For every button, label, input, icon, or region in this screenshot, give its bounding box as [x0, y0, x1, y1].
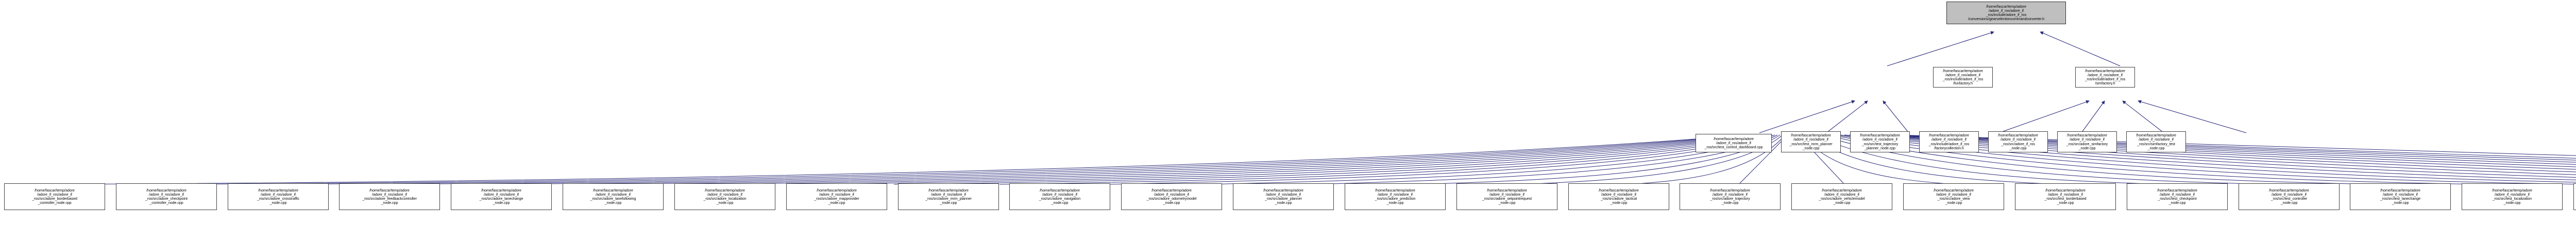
node-leaf-11[interactable]: /home/fascar/temp/adore /adore_if_ros/ad…	[1233, 183, 1334, 210]
node-leaf-2-label: /home/fascar/temp/adore /adore_if_ros/ad…	[257, 188, 300, 205]
node-leaf-1[interactable]: /home/fascar/temp/adore /adore_if_ros/ad…	[116, 183, 217, 210]
node-root-label: /home/fascar/temp/adore /adore_if_ros/ad…	[1968, 4, 2045, 22]
node-leaf-5-label: /home/fascar/temp/adore /adore_if_ros/ad…	[590, 188, 636, 205]
node-leaf-18[interactable]: /home/fascar/temp/adore /adore_if_ros/ad…	[2015, 183, 2116, 210]
node-leaf-13[interactable]: /home/fascar/temp/adore /adore_if_ros/ad…	[1456, 183, 1557, 210]
node-leaf-16-label: /home/fascar/temp/adore /adore_if_ros/ad…	[1819, 188, 1865, 205]
node-leaf-6-label: /home/fascar/temp/adore /adore_if_ros/ad…	[703, 188, 747, 205]
edge-group-level2	[1759, 100, 2247, 133]
node-leaf-23[interactable]: /home/fascar/temp/adore /adore_if_ros/ad…	[2573, 183, 2576, 210]
node-leaf-22[interactable]: /home/fascar/temp/adore /adore_if_ros/ad…	[2462, 183, 2563, 210]
node-leaf-14[interactable]: /home/fascar/temp/adore /adore_if_ros/ad…	[1568, 183, 1669, 210]
node-leaf-8-label: /home/fascar/temp/adore /adore_if_ros/ad…	[925, 188, 972, 205]
node-leaf-15[interactable]: /home/fascar/temp/adore /adore_if_ros/ad…	[1680, 183, 1781, 210]
node-leaf-12-label: /home/fascar/temp/adore /adore_if_ros/ad…	[1375, 188, 1416, 205]
node-leaf-13-label: /home/fascar/temp/adore /adore_if_ros/ad…	[1482, 188, 1532, 205]
node-funfactory-h-label: /home/fascar/temp/adore /adore_if_ros/ad…	[1942, 68, 1984, 86]
node-leaf-7-label: /home/fascar/temp/adore /adore_if_ros/ad…	[814, 188, 859, 205]
node-leaf-3[interactable]: /home/fascar/temp/adore /adore_if_ros/ad…	[339, 183, 440, 210]
node-leaf-1-label: /home/fascar/temp/adore /adore_if_ros/ad…	[145, 188, 188, 205]
node-factorycollection-h[interactable]: /home/fascar/temp/adore /adore_if_ros/ad…	[1919, 131, 1979, 152]
node-test-trajectory-planner-node-cpp[interactable]: /home/fascar/temp/adore /adore_if_ros/ad…	[1850, 131, 1910, 152]
node-simfactory-h[interactable]: /home/fascar/temp/adore /adore_if_ros/ad…	[2075, 67, 2135, 88]
node-leaf-20-label: /home/fascar/temp/adore /adore_if_ros/ad…	[2269, 188, 2309, 205]
node-leaf-21-label: /home/fascar/temp/adore /adore_if_ros/ad…	[2380, 188, 2421, 205]
node-leaf-4[interactable]: /home/fascar/temp/adore /adore_if_ros/ad…	[451, 183, 552, 210]
node-leaf-11-label: /home/fascar/temp/adore /adore_if_ros/ad…	[1263, 188, 1303, 205]
edge-group-root	[1887, 31, 2121, 66]
node-leaf-0[interactable]: /home/fascar/temp/adore /adore_if_ros/ad…	[4, 183, 105, 210]
node-leaf-7[interactable]: /home/fascar/temp/adore /adore_if_ros/ad…	[786, 183, 887, 210]
node-leaf-14-label: /home/fascar/temp/adore /adore_if_ros/ad…	[1599, 188, 1639, 205]
node-leaf-12[interactable]: /home/fascar/temp/adore /adore_if_ros/ad…	[1345, 183, 1446, 210]
node-leaf-19[interactable]: /home/fascar/temp/adore /adore_if_ros/ad…	[2127, 183, 2228, 210]
node-test-trajectory-planner-node-cpp-label: /home/fascar/temp/adore /adore_if_ros/ad…	[1860, 133, 1900, 150]
node-leaf-9[interactable]: /home/fascar/temp/adore /adore_if_ros/ad…	[1009, 183, 1110, 210]
node-leaf-18-label: /home/fascar/temp/adore /adore_if_ros/ad…	[2044, 188, 2087, 205]
node-simfactory-h-label: /home/fascar/temp/adore /adore_if_ros/ad…	[2084, 68, 2126, 86]
node-adore-simfactory-node-cpp-label: /home/fascar/temp/adore /adore_if_ros/ad…	[2066, 133, 2108, 150]
edge-group-leaves	[48, 134, 2576, 185]
node-leaf-16[interactable]: /home/fascar/temp/adore /adore_if_ros/ad…	[1791, 183, 1892, 210]
node-leaf-5[interactable]: /home/fascar/temp/adore /adore_if_ros/ad…	[563, 183, 664, 210]
node-test-mrm-planner-node-cpp-label: /home/fascar/temp/adore /adore_if_ros/ad…	[1789, 133, 1833, 150]
node-leaf-21[interactable]: /home/fascar/temp/adore /adore_if_ros/ad…	[2350, 183, 2451, 210]
node-leaf-10-label: /home/fascar/temp/adore /adore_if_ros/ad…	[1146, 188, 1197, 205]
node-leaf-0-label: /home/fascar/temp/adore /adore_if_ros/ad…	[32, 188, 77, 205]
node-factorycollection-h-label: /home/fascar/temp/adore /adore_if_ros/ad…	[1928, 133, 1970, 150]
node-simfactory-test-node-cpp[interactable]: /home/fascar/temp/adore /adore_if_ros/ad…	[2126, 131, 2186, 152]
node-test-mrm-planner-node-cpp[interactable]: /home/fascar/temp/adore /adore_if_ros/ad…	[1781, 131, 1841, 152]
node-leaf-8[interactable]: /home/fascar/temp/adore /adore_if_ros/ad…	[898, 183, 999, 210]
node-test-control-dashboard-cpp[interactable]: /home/fascar/temp/adore /adore_if_ros/ad…	[1696, 134, 1772, 152]
node-leaf-6[interactable]: /home/fascar/temp/adore /adore_if_ros/ad…	[674, 183, 775, 210]
node-leaf-17[interactable]: /home/fascar/temp/adore /adore_if_ros/ad…	[1903, 183, 2004, 210]
node-funfactory-h[interactable]: /home/fascar/temp/adore /adore_if_ros/ad…	[1933, 67, 1993, 88]
node-simfactory-test-node-cpp-label: /home/fascar/temp/adore /adore_if_ros/ad…	[2136, 133, 2176, 150]
node-leaf-22-label: /home/fascar/temp/adore /adore_if_ros/ad…	[2492, 188, 2532, 205]
node-adore-if-ros-node-cpp[interactable]: /home/fascar/temp/adore /adore_if_ros/ad…	[1988, 131, 2048, 152]
node-adore-if-ros-node-cpp-label: /home/fascar/temp/adore /adore_if_ros/ad…	[1998, 133, 2038, 150]
node-test-control-dashboard-cpp-label: /home/fascar/temp/adore /adore_if_ros/ad…	[1704, 136, 1763, 150]
node-adore-simfactory-node-cpp[interactable]: /home/fascar/temp/adore /adore_if_ros/ad…	[2057, 131, 2117, 152]
node-leaf-20[interactable]: /home/fascar/temp/adore /adore_if_ros/ad…	[2239, 183, 2340, 210]
node-leaf-19-label: /home/fascar/temp/adore /adore_if_ros/ad…	[2157, 188, 2197, 205]
node-root[interactable]: /home/fascar/temp/adore /adore_if_ros/ad…	[1946, 2, 2066, 24]
node-leaf-2[interactable]: /home/fascar/temp/adore /adore_if_ros/ad…	[228, 183, 329, 210]
node-leaf-3-label: /home/fascar/temp/adore /adore_if_ros/ad…	[362, 188, 417, 205]
node-leaf-17-label: /home/fascar/temp/adore /adore_if_ros/ad…	[1934, 188, 1974, 205]
node-leaf-9-label: /home/fascar/temp/adore /adore_if_ros/ad…	[1039, 188, 1081, 205]
node-leaf-15-label: /home/fascar/temp/adore /adore_if_ros/ad…	[1710, 188, 1750, 205]
node-leaf-10[interactable]: /home/fascar/temp/adore /adore_if_ros/ad…	[1121, 183, 1222, 210]
node-leaf-4-label: /home/fascar/temp/adore /adore_if_ros/ad…	[479, 188, 523, 205]
